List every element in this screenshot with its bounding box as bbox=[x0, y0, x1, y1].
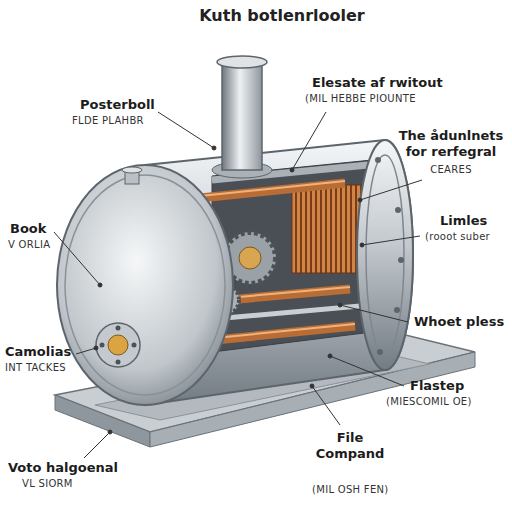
leader-line bbox=[360, 180, 422, 200]
part-label: The ådunlnets for rerfegral bbox=[396, 128, 506, 159]
part-label: Elesate af rwitout bbox=[312, 75, 443, 91]
chimney bbox=[222, 62, 262, 170]
bolt bbox=[132, 343, 137, 348]
leader-dot bbox=[328, 354, 332, 358]
steel-rod bbox=[225, 306, 360, 318]
bolt bbox=[116, 326, 121, 331]
bolt bbox=[398, 257, 404, 263]
part-label: Limles bbox=[440, 213, 487, 229]
leader-line bbox=[54, 232, 100, 285]
leader-line bbox=[312, 386, 340, 425]
leader-dot bbox=[212, 146, 216, 150]
part-label: Whoet pless bbox=[414, 314, 504, 330]
copper-pipe bbox=[200, 183, 345, 198]
leader-dot bbox=[94, 346, 98, 350]
part-sublabel: FLDE PLAHBR bbox=[72, 115, 144, 127]
bolt bbox=[375, 157, 381, 163]
part-label: Book bbox=[10, 221, 46, 237]
end-cap-ring bbox=[65, 175, 225, 395]
part-sublabel: (MIL HEBBE PIOUNTE bbox=[305, 93, 416, 105]
rear-flange-ring bbox=[366, 155, 404, 355]
gear-hub bbox=[239, 247, 261, 269]
leader-dot bbox=[358, 198, 362, 202]
leader-line bbox=[84, 432, 110, 458]
leader-line bbox=[340, 305, 408, 322]
bolt bbox=[116, 360, 121, 365]
part-sublabel: (rooot suber bbox=[425, 231, 490, 243]
valve-cap bbox=[122, 167, 142, 173]
copper-coil bbox=[292, 185, 362, 273]
pipe-highlight bbox=[200, 181, 345, 196]
bolt bbox=[377, 349, 383, 355]
leader-line bbox=[330, 356, 404, 386]
leader-line bbox=[292, 112, 326, 170]
part-sublabel: V ORLIA bbox=[8, 239, 50, 251]
leader-dot bbox=[310, 384, 314, 388]
brass-hub bbox=[108, 335, 128, 355]
leader-dot bbox=[108, 430, 112, 434]
hub-plate bbox=[96, 323, 140, 367]
part-label: File Compand bbox=[310, 430, 390, 461]
part-label: Camolias bbox=[5, 344, 71, 360]
part-sublabel: (MIESCOMIL OE) bbox=[386, 396, 472, 408]
leader-dot bbox=[338, 303, 342, 307]
pipe-highlight bbox=[215, 324, 355, 338]
leader-dot bbox=[360, 243, 364, 247]
leader-dot bbox=[290, 168, 294, 172]
leader-dot bbox=[98, 283, 102, 287]
part-sublabel: INT TACKES bbox=[5, 362, 66, 374]
leader-line bbox=[76, 348, 96, 354]
part-sublabel: (MIL OSH FEN) bbox=[312, 484, 389, 496]
part-label: Voto halgoenal bbox=[8, 460, 118, 476]
leader-line bbox=[158, 112, 214, 148]
part-label: Posterboll bbox=[80, 97, 155, 113]
front-end-cap bbox=[57, 165, 233, 405]
bolt bbox=[100, 343, 105, 348]
bolt bbox=[395, 207, 401, 213]
diagram-title: Kuth botlenrlooler bbox=[150, 6, 414, 25]
rear-flange bbox=[357, 140, 413, 370]
part-sublabel: CEARES bbox=[396, 164, 506, 176]
chimney-top bbox=[217, 56, 267, 68]
leader-line bbox=[362, 236, 420, 245]
copper-pipe bbox=[215, 326, 355, 340]
bolt bbox=[394, 307, 400, 313]
part-sublabel: VL SIORM bbox=[22, 478, 73, 490]
part-label: Flastep bbox=[410, 378, 464, 394]
